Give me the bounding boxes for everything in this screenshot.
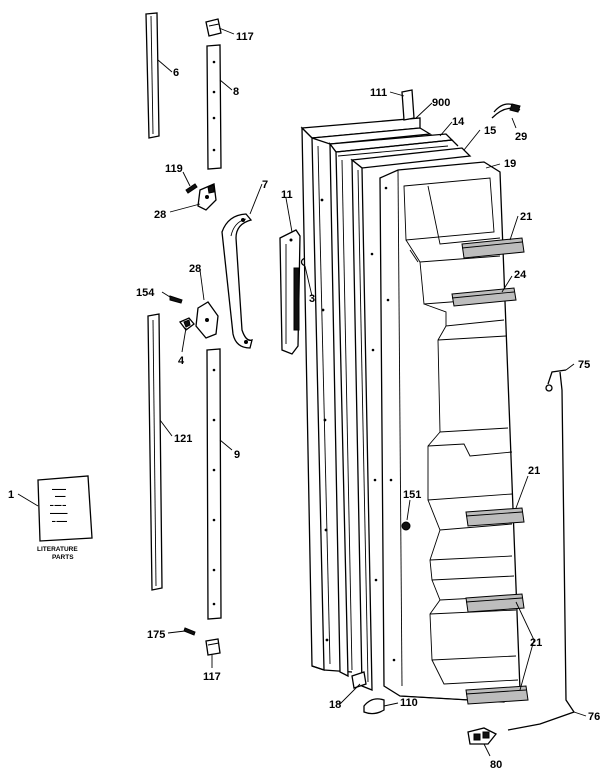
part-15-liner-strip <box>350 147 472 691</box>
callout-117-lower: 117 <box>203 671 221 683</box>
callout-76: 76 <box>588 711 600 723</box>
part-7-door-handle <box>221 213 253 349</box>
part-80-connector <box>467 727 498 745</box>
svg-text:▬ ▬▬ ▬: ▬ ▬▬ ▬ <box>50 503 66 507</box>
callout-29: 29 <box>515 131 527 143</box>
callout-8: 8 <box>233 86 239 98</box>
callout-21-third: 21 <box>530 637 542 649</box>
callout-175: 175 <box>147 629 165 641</box>
callout-3: 3 <box>309 293 315 305</box>
svg-text:▬▬▬: ▬▬▬ <box>55 494 66 498</box>
callout-1: 1 <box>8 489 14 501</box>
part-21-shelf-bar-3 <box>465 593 525 613</box>
callout-21-second: 21 <box>528 465 540 477</box>
callout-151: 151 <box>403 489 421 501</box>
part-154-screw <box>169 295 183 304</box>
leader-lines <box>17 27 587 757</box>
literature-caption-line2: PARTS <box>52 554 74 561</box>
svg-text:▬▬▬▬▬: ▬▬▬▬▬ <box>50 511 68 515</box>
callout-80: 80 <box>490 759 502 771</box>
part-119-screw <box>185 183 198 194</box>
part-21-shelf-bar-1 <box>461 237 525 259</box>
callout-19: 19 <box>504 158 516 170</box>
part-11-handle-bracket <box>279 229 301 355</box>
part-24-shelf-bar <box>451 287 517 307</box>
part-9-door-rail <box>206 348 222 620</box>
callout-21-first: 21 <box>520 211 532 223</box>
part-8-door-rail <box>206 44 222 170</box>
part-4-hinge-pin <box>178 317 195 331</box>
svg-text:▬▬▬▬: ▬▬▬▬ <box>52 487 67 491</box>
part-175-screw <box>183 627 196 636</box>
callout-9: 9 <box>234 449 240 461</box>
callout-75: 75 <box>578 359 590 371</box>
part-121-trim-strip <box>147 313 163 591</box>
callout-6: 6 <box>173 67 179 79</box>
callout-154: 154 <box>136 287 155 299</box>
part-6-trim-strip <box>145 12 160 139</box>
callout-24: 24 <box>514 269 527 281</box>
callout-7: 7 <box>262 179 268 191</box>
callout-28-top: 28 <box>154 209 166 221</box>
part-28-hinge-lower <box>195 301 219 339</box>
callout-15: 15 <box>484 125 496 137</box>
part-29-clip <box>491 103 521 119</box>
callout-4: 4 <box>178 355 185 367</box>
literature-caption-line1: LITERATURE <box>37 546 78 553</box>
callout-11: 11 <box>281 189 293 201</box>
callout-119: 119 <box>165 163 183 175</box>
part-28-hinge-top <box>197 183 217 211</box>
part-900-door-outer-panel <box>300 117 433 673</box>
part-110-hinge-cover <box>363 698 385 715</box>
part-117-cap-top <box>205 18 222 37</box>
part-151-plug <box>401 521 411 531</box>
callout-111: 111 <box>370 87 387 99</box>
part-14-door-gasket <box>328 133 459 678</box>
part-21-shelf-bar-2 <box>465 507 525 527</box>
callout-121: 121 <box>174 433 192 445</box>
part-111-door-cap <box>401 89 415 121</box>
part-18-breaker-strip <box>351 671 367 689</box>
callout-14: 14 <box>452 116 465 128</box>
callout-28-lower: 28 <box>189 263 201 275</box>
callout-900: 900 <box>432 97 450 109</box>
callout-110: 110 <box>400 697 418 709</box>
callout-117-top: 117 <box>236 31 254 43</box>
part-117-cap-lower <box>205 638 221 656</box>
svg-text:▬ ▬▬▬: ▬ ▬▬▬ <box>52 519 67 523</box>
part-21-shelf-bar-4 <box>465 685 529 705</box>
part-75-76-wire-harness <box>507 369 576 731</box>
callout-18: 18 <box>329 699 341 711</box>
part-1-literature-booklet: ▬▬▬▬ ▬▬▬ ▬ ▬▬ ▬ ▬▬▬▬▬ ▬ ▬▬▬ LITERATURE P… <box>37 475 93 561</box>
